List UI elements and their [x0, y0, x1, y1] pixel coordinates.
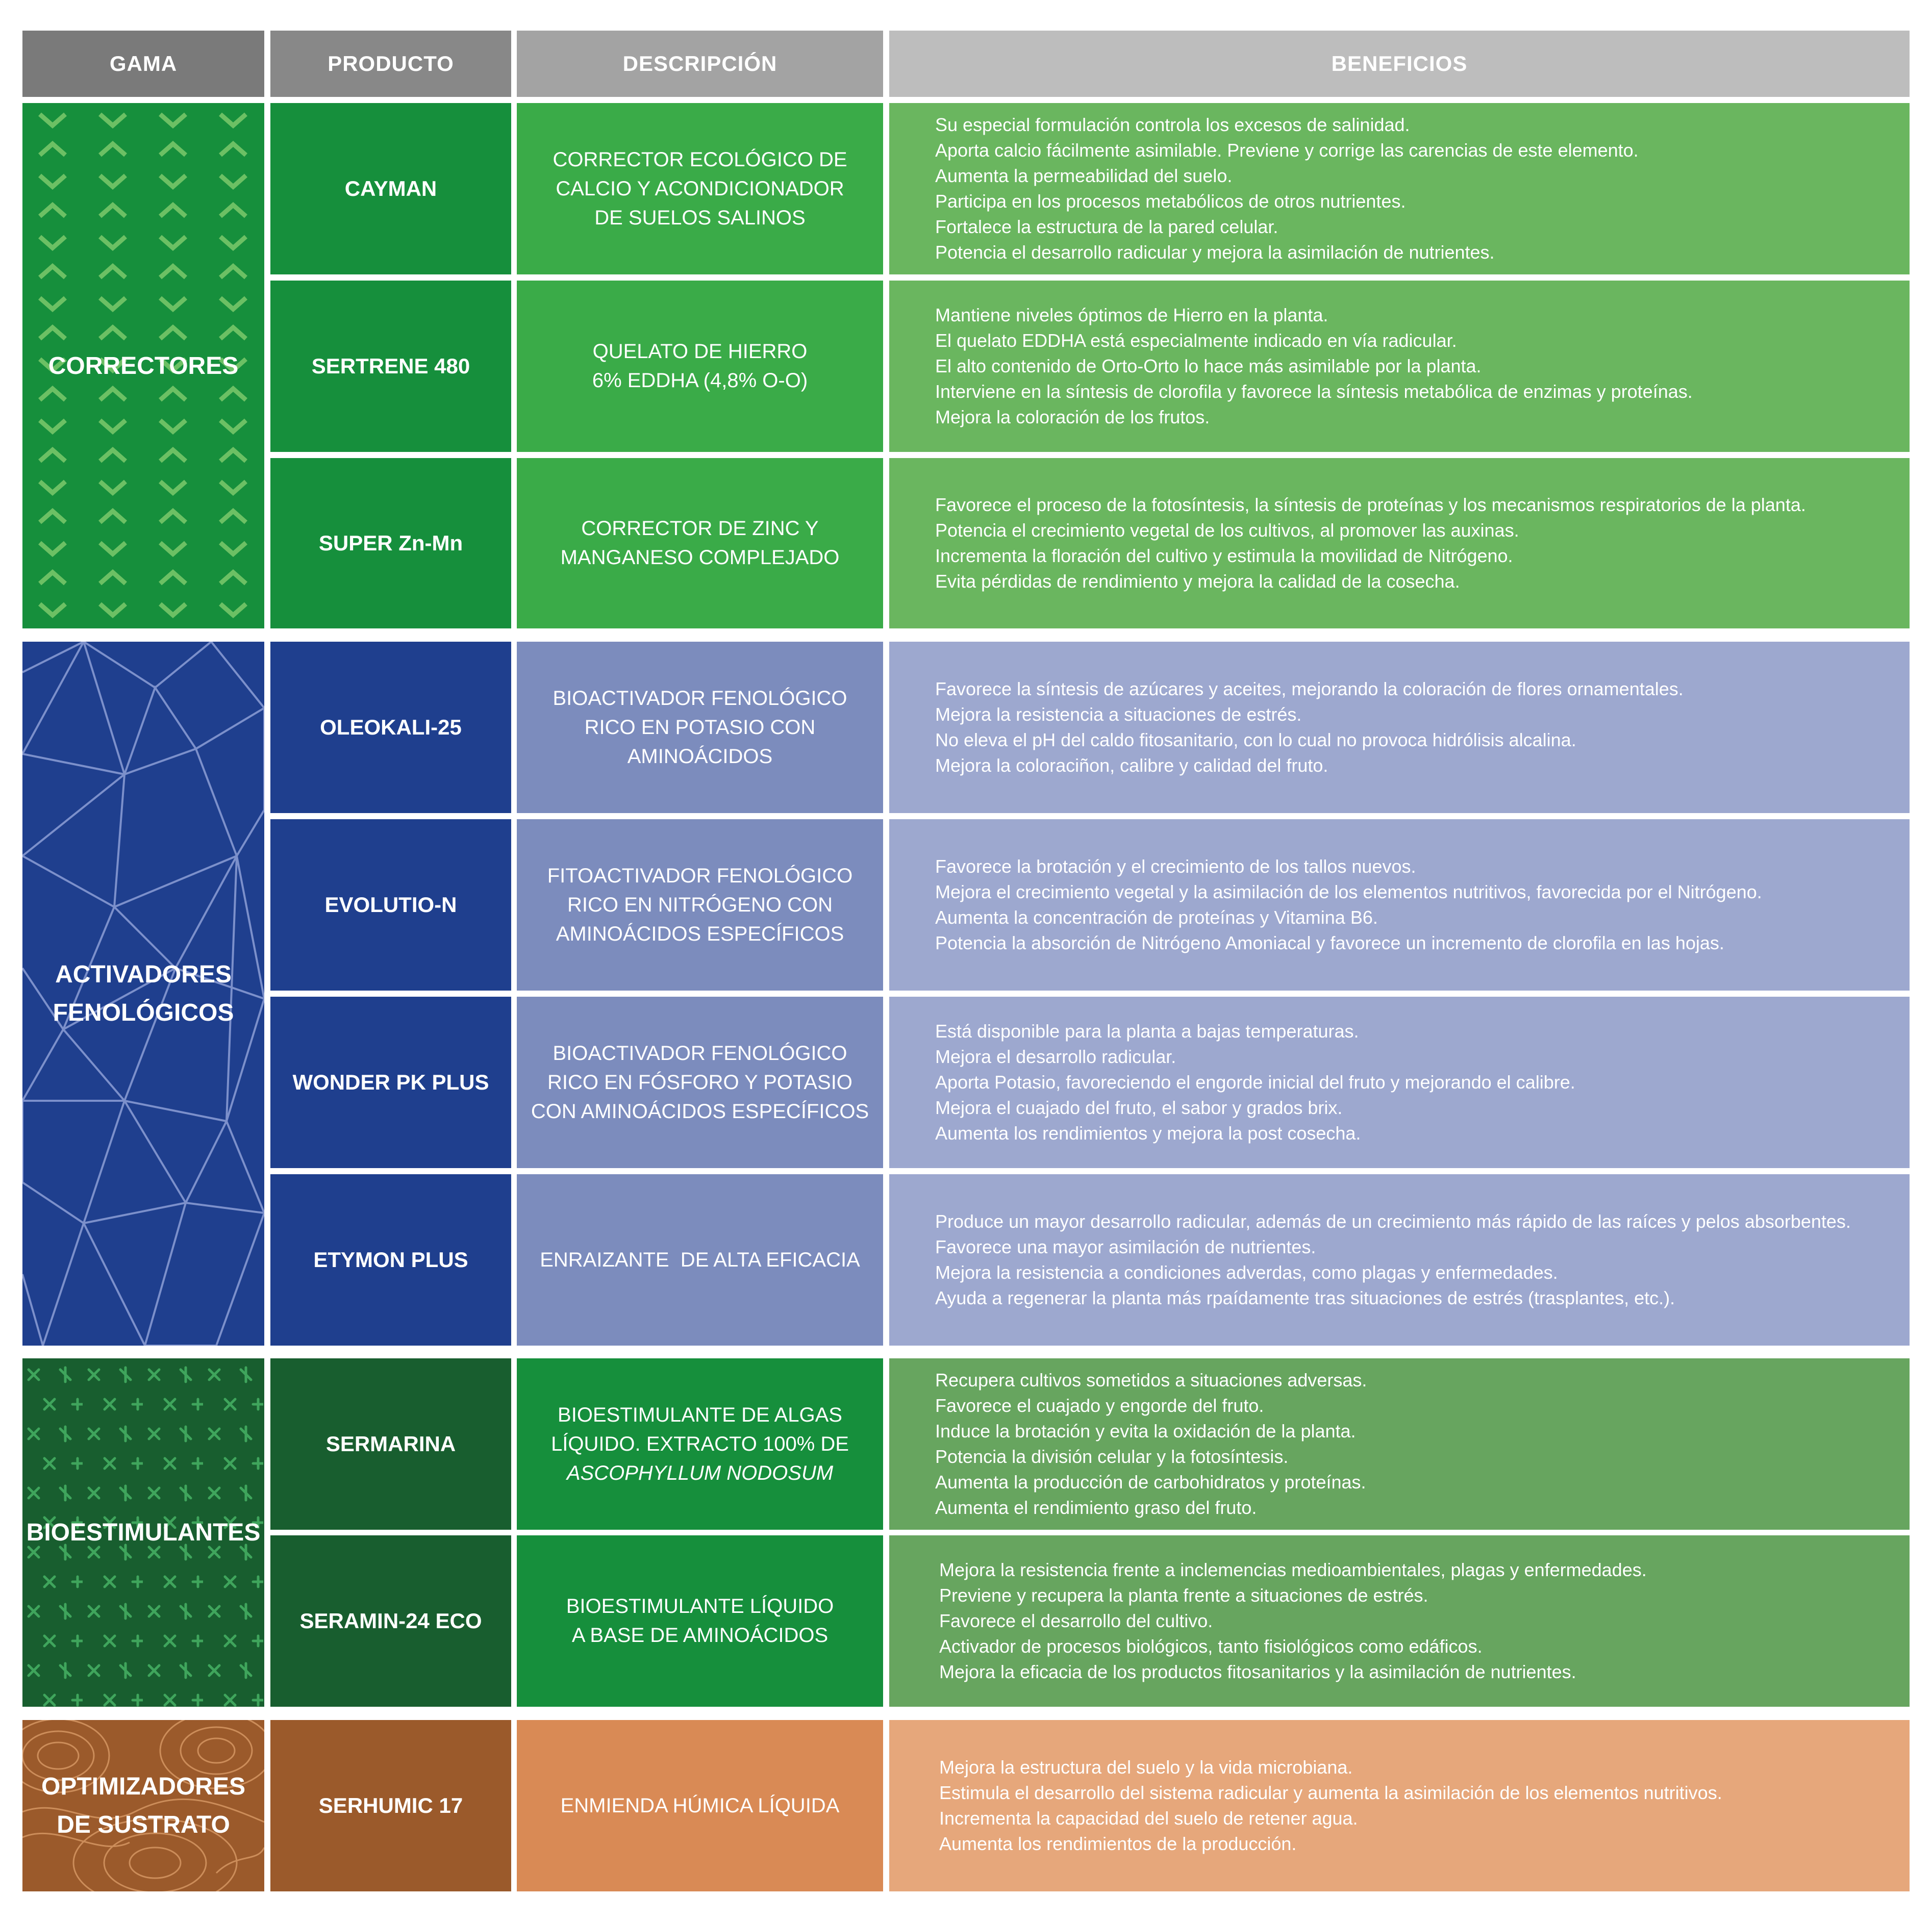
benefit-item: Recupera cultivos sometidos a situacione… [935, 1370, 1367, 1390]
gama-activadores-line1: ACTIVADORES [55, 961, 232, 988]
benefit-item: Mejora la resistencia frente a inclemenc… [939, 1559, 1647, 1580]
benefit-item: El alto contenido de Orto-Orto lo hace m… [935, 356, 1482, 376]
benefit-item: Aporta Potasio, favoreciendo el engorde … [935, 1072, 1575, 1093]
benefit-item: Potencia la división celular y la fotosí… [935, 1446, 1289, 1467]
benefits-sermarina: Recupera cultivos sometidos a situacione… [889, 1358, 1910, 1530]
gama-optimizadores-line1: OPTIMIZADORES [41, 1773, 245, 1800]
benefit-item: Fortalece la estructura de la pared celu… [935, 216, 1278, 237]
gama-activadores-line2: FENOLÓGICOS [53, 999, 234, 1026]
gama-correctores-label: CORRECTORES [48, 352, 239, 380]
benefit-item: Su especial formulación controla los exc… [935, 114, 1410, 135]
benefit-item: Aumenta los rendimientos de la producció… [939, 1833, 1297, 1854]
description-evolutio-n: FITOACTIVADOR FENOLÓGICO RICO EN NITRÓGE… [517, 819, 883, 991]
benefits-super-zn-mn: Favorece el proceso de la fotosíntesis, … [889, 458, 1910, 628]
chevron-pattern [22, 103, 264, 628]
product-etymon-plus: ETYMON PLUS [270, 1174, 511, 1346]
benefit-item: Incrementa la floración del cultivo y es… [935, 545, 1513, 566]
product-wonder-pk-plus: WONDER PK PLUS [270, 997, 511, 1168]
benefit-item: Aumenta el rendimiento graso del fruto. [935, 1497, 1257, 1518]
benefit-item: Favorece la síntesis de azúcares y aceit… [935, 678, 1684, 699]
product-sertrene-480: SERTRENE 480 [270, 281, 511, 452]
benefit-item: Favorece el desarrollo del cultivo. [939, 1610, 1213, 1631]
benefits-evolutio-n: Favorece la brotación y el crecimiento d… [889, 819, 1910, 991]
header-producto: PRODUCTO [270, 31, 511, 97]
benefit-item: No eleva el pH del caldo fitosanitario, … [935, 729, 1576, 750]
benefit-item: Incrementa la capacidad del suelo de ret… [939, 1808, 1358, 1829]
benefit-item: Mejora la coloraciñon, calibre y calidad… [935, 755, 1328, 776]
benefit-item: Mejora la resistencia a condiciones adve… [935, 1262, 1558, 1283]
benefits-wonder-pk-plus: Está disponible para la planta a bajas t… [889, 997, 1910, 1168]
benefit-item: Mantiene niveles óptimos de Hierro en la… [935, 305, 1328, 325]
benefit-item: Aumenta la concentración de proteínas y … [935, 907, 1378, 928]
benefits-sertrene-480: Mantiene niveles óptimos de Hierro en la… [889, 281, 1910, 452]
benefit-item: Aporta calcio fácilmente asimilable. Pre… [935, 140, 1639, 161]
description-sermarina: BIOESTIMULANTE DE ALGAS LÍQUIDO. EXTRACT… [517, 1358, 883, 1530]
benefit-item: Mejora el cuajado del fruto, el sabor y … [935, 1097, 1343, 1118]
benefit-item: Interviene en la síntesis de clorofila y… [935, 381, 1693, 402]
gama-optimizadores-de-sustrato: OPTIMIZADORES DE SUSTRATO [22, 1720, 264, 1891]
benefit-item: Potencia el desarrollo radicular y mejor… [935, 242, 1495, 263]
description-sertrene-480: QUELATO DE HIERRO 6% EDDHA (4,8% O-O) [517, 281, 883, 452]
cross-pattern [22, 1358, 264, 1707]
benefit-item: Produce un mayor desarrollo radicular, a… [935, 1211, 1851, 1232]
benefits-serhumic-17: Mejora la estructura del suelo y la vida… [889, 1720, 1910, 1891]
benefit-item: Mejora la estructura del suelo y la vida… [939, 1757, 1353, 1778]
product-evolutio-n: EVOLUTIO-N [270, 819, 511, 991]
description-seramin-24-eco: BIOESTIMULANTE LÍQUIDO A BASE DE AMINOÁC… [517, 1535, 883, 1707]
benefit-item: Favorece una mayor asimilación de nutrie… [935, 1236, 1316, 1257]
benefit-item: Potencia el crecimiento vegetal de los c… [935, 520, 1519, 541]
description-wonder-pk-plus: BIOACTIVADOR FENOLÓGICO RICO EN FÓSFORO … [517, 997, 883, 1168]
benefit-item: Mejora la eficacia de los productos fito… [939, 1661, 1576, 1682]
benefits-oleokali-25: Favorece la síntesis de azúcares y aceit… [889, 642, 1910, 813]
benefit-item: Ayuda a regenerar la planta más rpaídame… [935, 1287, 1675, 1308]
benefit-item: Activador de procesos biológicos, tanto … [939, 1636, 1483, 1657]
benefit-item: Previene y recupera la planta frente a s… [939, 1585, 1428, 1606]
product-oleokali-25: OLEOKALI-25 [270, 642, 511, 813]
product-serhumic-17: SERHUMIC 17 [270, 1720, 511, 1891]
product-super-zn-mn: SUPER Zn-Mn [270, 458, 511, 628]
gama-activadores-fenologicos: ACTIVADORES FENOLÓGICOS [22, 642, 264, 1346]
benefit-item: Evita pérdidas de rendimiento y mejora l… [935, 571, 1460, 592]
product-cayman: CAYMAN [270, 103, 511, 274]
gama-correctores: CORRECTORES [22, 103, 264, 628]
benefit-item: Favorece el cuajado y engorde del fruto. [935, 1395, 1264, 1416]
header-descripcion: DESCRIPCIÓN [517, 31, 883, 97]
benefit-item: Mejora el desarrollo radicular. [935, 1046, 1176, 1067]
benefit-item: Favorece el proceso de la fotosíntesis, … [935, 494, 1806, 515]
description-super-zn-mn: CORRECTOR DE ZINC Y MANGANESO COMPLEJADO [517, 458, 883, 628]
benefit-item: Mejora el crecimiento vegetal y la asimi… [935, 881, 1762, 902]
polygon-network-pattern [22, 642, 264, 1346]
gama-bioestimulantes-label: BIOESTIMULANTES [26, 1519, 261, 1546]
description-cayman: CORRECTOR ECOLÓGICO DE CALCIO Y ACONDICI… [517, 103, 883, 274]
description-etymon-plus: ENRAIZANTE DE ALTA EFICACIA [517, 1174, 883, 1346]
benefits-seramin-24-eco: Mejora la resistencia frente a inclemenc… [889, 1535, 1910, 1707]
benefit-item: Aumenta los rendimientos y mejora la pos… [935, 1123, 1361, 1144]
benefit-item: Estimula el desarrollo del sistema radic… [939, 1782, 1722, 1803]
benefit-item: Mejora la coloración de los frutos. [935, 407, 1210, 427]
description-oleokali-25: BIOACTIVADOR FENOLÓGICO RICO EN POTASIO … [517, 642, 883, 813]
benefit-item: Aumenta la permeabilidad del suelo. [935, 165, 1233, 186]
gama-optimizadores-line2: DE SUSTRATO [57, 1811, 230, 1838]
description-serhumic-17: ENMIENDA HÚMICA LÍQUIDA [517, 1720, 883, 1891]
benefit-item: Está disponible para la planta a bajas t… [935, 1021, 1359, 1042]
benefits-cayman: Su especial formulación controla los exc… [889, 103, 1910, 274]
benefit-item: Mejora la resistencia a situaciones de e… [935, 704, 1302, 725]
topographic-pattern [22, 1720, 264, 1891]
benefit-item: Induce la brotación y evita la oxidación… [935, 1421, 1356, 1442]
benefit-item: Participa en los procesos metabólicos de… [935, 191, 1406, 212]
benefit-item: Favorece la brotación y el crecimiento d… [935, 856, 1416, 877]
benefit-item: El quelato EDDHA está especialmente indi… [935, 330, 1457, 351]
benefit-item: Potencia la absorción de Nitrógeno Amoni… [935, 932, 1724, 953]
benefits-etymon-plus: Produce un mayor desarrollo radicular, a… [889, 1174, 1910, 1346]
header-beneficios: BENEFICIOS [889, 31, 1910, 97]
gama-bioestimulantes: BIOESTIMULANTES [22, 1358, 264, 1707]
product-sermarina: SERMARINA [270, 1358, 511, 1530]
product-seramin-24-eco: SERAMIN-24 ECO [270, 1535, 511, 1707]
header-gama: GAMA [22, 31, 264, 97]
benefit-item: Aumenta la producción de carbohidratos y… [935, 1472, 1366, 1493]
